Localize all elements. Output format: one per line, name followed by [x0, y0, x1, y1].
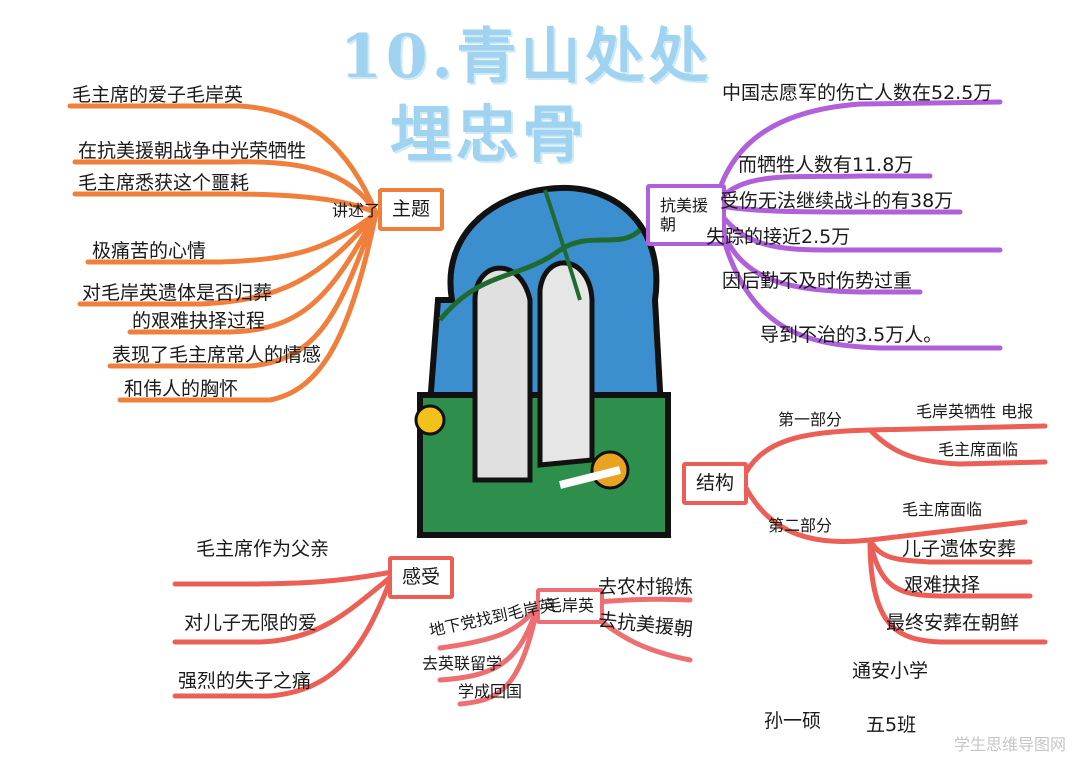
structure-branches	[739, 423, 1048, 645]
author-name: 孙一硕	[764, 710, 822, 732]
structure-item: 毛主席面临	[938, 440, 1019, 459]
anying-right-item: 去农村锻炼	[598, 576, 694, 598]
theme-connector: 讲述了	[332, 201, 381, 220]
war-item: 失踪的接近2.5万	[706, 226, 851, 248]
theme-box: 主题	[378, 188, 445, 231]
war-item: 导到不治的3.5万人。	[760, 324, 943, 346]
anying-box: 毛岸英	[536, 588, 605, 624]
theme-item: 表现了毛主席常人的情感	[112, 344, 322, 366]
feeling-item: 强烈的失子之痛	[178, 670, 312, 692]
structure-item: 毛主席面临	[902, 500, 983, 519]
structure-item: 艰难抉择	[904, 574, 981, 596]
structure-part1-label: 第一部分	[778, 410, 843, 429]
anying-left-item: 去英联留学	[422, 654, 503, 673]
war-box: 抗美援朝	[646, 184, 726, 247]
feeling-branches	[172, 569, 395, 699]
war-branches	[712, 99, 1003, 351]
theme-item: 对毛岸英遗体是否归葬	[82, 282, 273, 304]
theme-item: 毛主席的爱子毛岸英	[72, 84, 244, 106]
title-line2: 埋忠骨	[390, 98, 589, 171]
theme-item: 和伟人的胸怀	[124, 378, 239, 400]
theme-item: 在抗美援朝战争中光荣牺牲	[78, 140, 307, 162]
war-item: 因后勤不及时伤势过重	[722, 270, 913, 292]
structure-item: 最终安葬在朝鲜	[886, 612, 1020, 634]
feeling-box: 感受	[388, 556, 455, 599]
war-item: 而牺牲人数有11.8万	[738, 154, 914, 176]
tombstone-illustration	[414, 184, 672, 538]
theme-item: 极痛苦的心情	[92, 240, 207, 262]
structure-item: 儿子遗体安葬	[902, 538, 1017, 560]
theme-item: 毛主席悉获这个噩耗	[78, 172, 250, 194]
war-item: 受伤无法继续战斗的有38万	[720, 190, 954, 212]
structure-part2-label: 第二部分	[768, 516, 833, 535]
structure-item: 毛岸英牺牲 电报	[916, 402, 1034, 421]
watermark: 学生思维导图网	[953, 735, 1066, 754]
feeling-item: 毛主席作为父亲	[196, 538, 330, 560]
war-item: 中国志愿军的伤亡人数在52.5万	[722, 82, 993, 104]
theme-item: 的艰难抉择过程	[132, 310, 266, 332]
author-school: 通安小学	[852, 660, 929, 682]
theme-branches	[67, 103, 379, 403]
author-class: 五5班	[866, 714, 917, 736]
feeling-item: 对儿子无限的爱	[184, 612, 318, 634]
structure-box: 结构	[682, 462, 749, 505]
anying-left-item: 学成回国	[458, 682, 523, 701]
title-line1: 10.青山处处	[340, 22, 713, 92]
